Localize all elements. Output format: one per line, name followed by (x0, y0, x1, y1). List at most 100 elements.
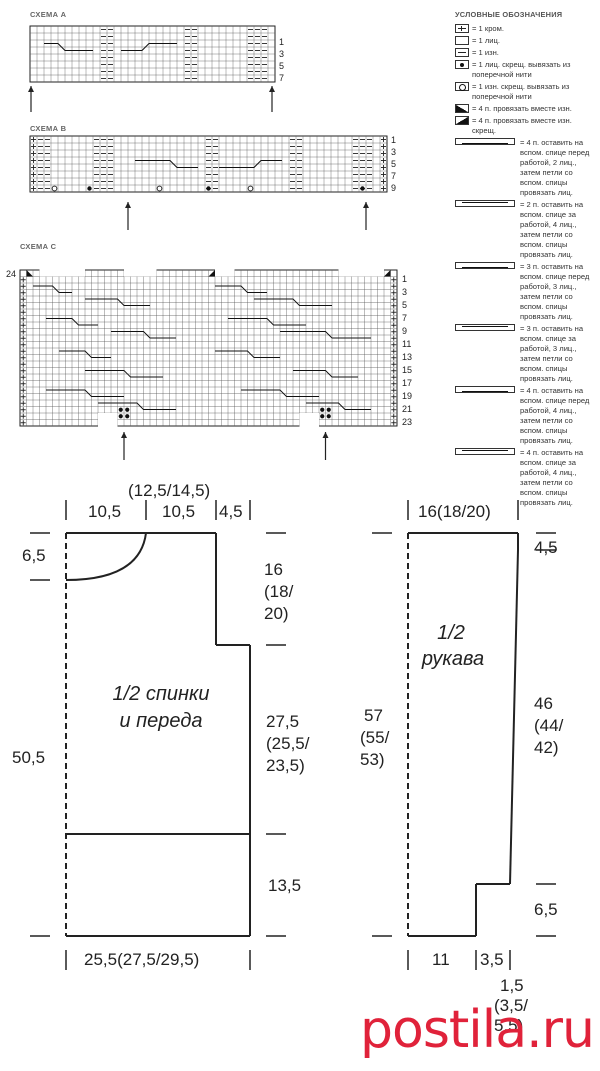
garment-schematics (30, 500, 556, 970)
scheme-c-cable (33, 285, 72, 293)
legend-item-text: = 4 п. оставить на вспом. спице за работ… (520, 448, 584, 507)
watermark: postila.ru (360, 1000, 595, 1060)
cable-icon (455, 200, 515, 207)
scheme-c-row-number: 7 (402, 313, 407, 323)
scheme-c-cable (306, 402, 371, 410)
sleeve-length-alt2: 42) (534, 738, 559, 757)
scheme-c-notch (98, 413, 118, 427)
legend-item-text: = 4 п. провязать вместе изн. скрещ. (472, 116, 572, 135)
scheme-c-row-number: 15 (402, 365, 412, 375)
legend-item: = 1 лиц. скрещ. вывязать из поперечной н… (455, 60, 595, 80)
scheme-c-cable (241, 389, 319, 397)
body-armhole-alt2: 20) (264, 604, 289, 623)
scheme-a-arrow-right-head (269, 86, 275, 92)
scheme-a-arrow-left-head (28, 86, 34, 92)
body-top-mid-label: 10,5 (162, 502, 196, 521)
scheme-c-row-number: 23 (402, 417, 412, 427)
scheme-c-cable (85, 370, 163, 378)
sleeve-length-label: 46 (534, 694, 553, 713)
dimension-marks (30, 500, 556, 970)
dot-stitch-icon (118, 407, 123, 412)
dot-stitch-icon (87, 186, 92, 191)
scheme-c-cable (293, 370, 358, 378)
triangle-left-icon (208, 270, 215, 277)
scheme-c-row-number: 13 (402, 352, 412, 362)
scheme-c-cable (85, 298, 150, 306)
legend-item-text: = 4 п. провязать вместе изн. (472, 104, 572, 113)
plus-icon (455, 24, 469, 33)
scheme-a-row-number: 1 (279, 37, 284, 47)
triangle-left-icon (455, 116, 469, 125)
scheme-b-row-number: 5 (391, 159, 396, 169)
legend-item-text: = 1 лиц. (472, 36, 501, 45)
body-neck-depth-label: 6,5 (22, 546, 46, 565)
cable-icon (455, 448, 515, 455)
legend-item-text: = 1 изн. скрещ. вывязать из поперечной н… (472, 82, 570, 101)
body-top-right-label: 4,5 (219, 502, 243, 521)
scheme-c-notch (299, 413, 319, 427)
sleeve-cap-label: 4,5 (534, 538, 558, 557)
legend-item: = 4 п. оставить на вспом. спице перед ра… (455, 386, 595, 446)
scheme-c-row-number: 9 (402, 326, 407, 336)
legend-item-text: = 3 п. оставить на вспом. спице за работ… (520, 324, 584, 383)
dot-stitch-icon (125, 407, 130, 412)
empty-icon (455, 36, 469, 45)
scheme-c-row-number: 17 (402, 378, 412, 388)
scheme-c-row-number: 3 (402, 287, 407, 297)
scheme-a-cable (121, 43, 177, 51)
triangle-right-icon (26, 270, 33, 277)
scheme-c-cable (98, 402, 176, 410)
scheme-c-notch (124, 269, 157, 277)
sleeve-top-width-label: 16(18/20) (418, 502, 491, 521)
sleeve-side-extra-label: 1,5 (500, 976, 524, 995)
sleeve-title-line2: рукава (421, 648, 485, 670)
sleeve-side-extra-alt1: (3,5/ (494, 996, 529, 1015)
body-rib-height-label: 13,5 (268, 876, 302, 895)
scheme-c-cable (215, 285, 267, 293)
body-top-mid-alt-label: (12,5/14,5) (128, 481, 211, 500)
scheme-c-cable (254, 298, 332, 306)
legend-item-text: = 2 п. оставить на вспом. спице за работ… (520, 200, 584, 259)
legend-item: = 1 изн. скрещ. вывязать из поперечной н… (455, 82, 595, 102)
scheme-c-notch (338, 269, 384, 277)
scheme-c-cable (111, 331, 176, 339)
body-title-line1: 1/2 спинки (112, 683, 210, 705)
scheme-c-cable (46, 318, 98, 326)
body-top-left-label: 10,5 (88, 502, 122, 521)
dot-stitch-icon (326, 407, 331, 412)
body-mid-height-label: 27,5 (266, 712, 300, 731)
scheme-b-cable (219, 160, 282, 168)
scheme-c-arrow-right-head (322, 432, 329, 438)
sleeve-cuff-height-label: 6,5 (534, 900, 558, 919)
legend-title: УСЛОВНЫЕ ОБОЗНАЧЕНИЯ (455, 10, 563, 19)
scheme-c-title: СХЕМА С (20, 242, 57, 251)
legend-item-text: = 4 п. оставить на вспом. спице перед ра… (520, 138, 590, 197)
dot-stitch-icon (326, 414, 331, 419)
triangle-right-icon (455, 104, 469, 113)
legend-item-text: = 1 изн. (472, 48, 499, 57)
scheme-c-row-number: 19 (402, 391, 412, 401)
dot-stitch-icon (118, 414, 123, 419)
legend-item: = 4 п. провязать вместе изн. (455, 104, 595, 114)
sleeve-side-edge (509, 549, 519, 885)
body-total-height-label: 50,5 (12, 748, 46, 767)
dash-icon (455, 48, 469, 57)
scheme-c-row-number: 21 (402, 404, 412, 414)
sleeve-total-label: 57 (364, 706, 383, 725)
circle-stitch-icon (51, 185, 58, 192)
legend-item: = 3 п. оставить на вспом. спице за работ… (455, 324, 595, 384)
body-bottom-width-label: 25,5(27,5/29,5) (84, 950, 200, 969)
sleeve-title-line1: 1/2 (437, 622, 465, 644)
scheme-a-row-number: 5 (279, 61, 284, 71)
scheme-c-cable (59, 350, 111, 358)
circle-stitch-icon (247, 185, 254, 192)
sleeve-cuff-width-label: 11 (432, 950, 450, 969)
cable-icon (455, 324, 515, 331)
scheme-c-top-row-number: 24 (6, 269, 16, 279)
scheme-b-arrow-right-head (363, 202, 369, 208)
legend-item: = 4 п. оставить на вспом. спице за работ… (455, 448, 595, 508)
scheme-c-cable (215, 350, 280, 358)
scheme-a-row-number: 3 (279, 49, 284, 59)
scheme-c-row-number: 11 (402, 339, 411, 349)
legend-item-text: = 1 лиц. скрещ. вывязать из поперечной н… (472, 60, 571, 79)
